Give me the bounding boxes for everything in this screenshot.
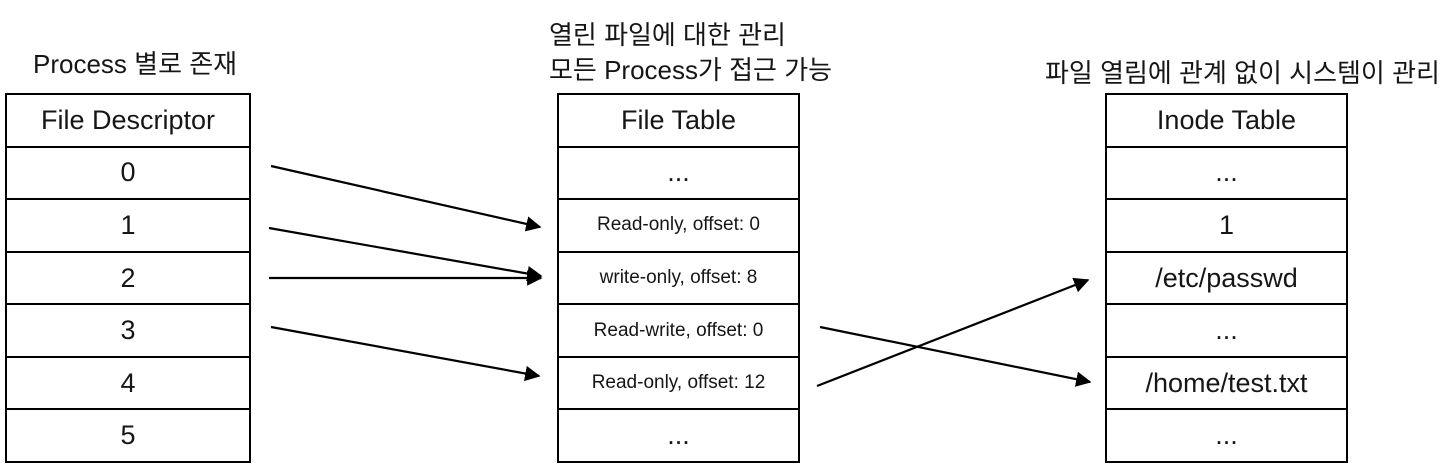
fd-row-3: 3 xyxy=(7,303,249,356)
file-table-row-readwrite-0: Read-write, offset: 0 xyxy=(559,303,798,356)
fd-row-0: 0 xyxy=(7,145,249,199)
file-table-row-ellipsis-bottom: ... xyxy=(559,408,798,461)
inode-row-1: 1 xyxy=(1107,198,1346,251)
file-table-note-line2: 모든 Process가 접근 가능 xyxy=(549,55,833,85)
file-descriptor-table: File Descriptor 0 1 2 3 4 5 xyxy=(5,93,251,463)
file-descriptor-table-header: File Descriptor xyxy=(40,104,216,135)
file-table-header: File Table xyxy=(620,104,737,135)
fd-row-5: 5 xyxy=(7,408,249,461)
file-table-row-readonly-0: Read-only, offset: 0 xyxy=(559,198,798,251)
file-table-note-line1: 열린 파일에 대한 관리 xyxy=(549,20,786,50)
arrow-readwrite0-to-home-test-icon xyxy=(819,325,1092,387)
inode-row-etc-passwd: /etc/passwd xyxy=(1107,250,1346,304)
file-table-row-readonly-12: Read-only, offset: 12 xyxy=(559,355,798,409)
inode-row-home-test-txt: /home/test.txt xyxy=(1107,355,1346,409)
arrow-readonly12-to-etc-passwd-icon xyxy=(816,277,1090,388)
file-table: File Table ... Read-only, offset: 0 writ… xyxy=(557,93,800,463)
inode-row-ellipsis-mid: ... xyxy=(1107,303,1346,356)
inode-table: Inode Table ... 1 /etc/passwd ... /home/… xyxy=(1105,93,1348,463)
inode-row-ellipsis-bottom: ... xyxy=(1107,408,1346,461)
arrow-fd3-to-readonly12-icon xyxy=(270,325,541,382)
inode-table-header: Inode Table xyxy=(1156,104,1297,135)
fd-row-4: 4 xyxy=(7,355,249,409)
arrow-fd1-to-writeonly8-icon xyxy=(268,226,543,282)
file-table-row-writeonly-8: write-only, offset: 8 xyxy=(559,250,798,304)
file-table-row-ellipsis-top: ... xyxy=(559,145,798,199)
arrow-fd0-to-readonly0-icon xyxy=(270,164,542,232)
inode-row-ellipsis-top: ... xyxy=(1107,145,1346,199)
fd-row-2: 2 xyxy=(7,250,249,304)
inode-table-note: 파일 열림에 관계 없이 시스템이 관리 xyxy=(1045,58,1440,88)
file-table-note: 열린 파일에 대한 관리 모든 Process가 접근 가능 xyxy=(549,18,832,88)
fd-table-note: Process 별로 존재 xyxy=(33,49,238,79)
fd-row-1: 1 xyxy=(7,198,249,251)
